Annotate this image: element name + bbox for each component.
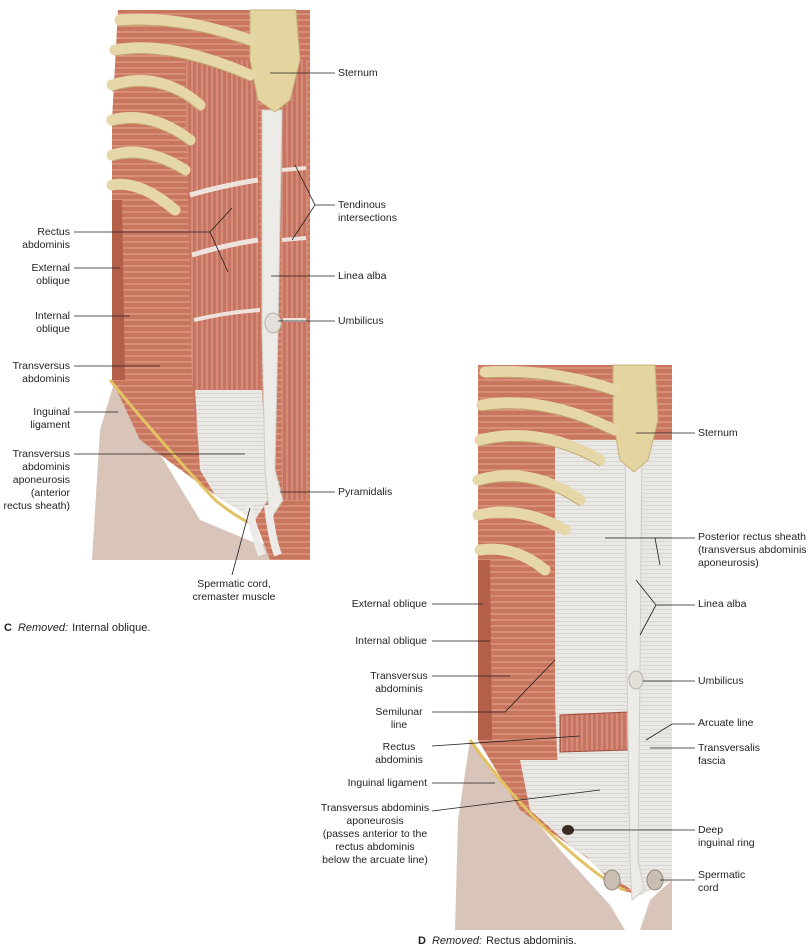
- caption-c-text: Internal oblique.: [72, 622, 151, 634]
- caption-d: D Removed:Rectus abdominis.: [418, 934, 577, 948]
- label-d-linea-alba: Linea alba: [698, 598, 747, 610]
- label-d-posterior-rectus-sheath: Posterior rectus sheath (transversus abd…: [698, 531, 807, 569]
- caption-d-text: Rectus abdominis.: [486, 935, 577, 947]
- label-d-transversus-abdominis: Transversus abdominis: [370, 670, 428, 695]
- label-d-arcuate-line: Arcuate line: [698, 717, 754, 729]
- panel-c-illustration: [92, 9, 310, 560]
- panel-d-leaders: [431, 432, 695, 881]
- label-c-linea-alba: Linea alba: [338, 270, 387, 282]
- panel-c-leaders: [74, 72, 335, 576]
- label-c-internal-oblique: Internal oblique: [34, 310, 70, 335]
- label-d-inguinal-ligament: Inguinal ligament: [347, 777, 427, 789]
- panel-d-illustration: [455, 364, 672, 930]
- label-d-sternum: Sternum: [698, 427, 738, 439]
- label-c-spermatic-cord: Spermatic cord, cremaster muscle: [192, 578, 276, 603]
- caption-c-prefix: Removed:: [17, 622, 69, 634]
- label-d-deep-inguinal-ring: Deep inguinal ring: [698, 824, 755, 849]
- label-c-pyramidalis: Pyramidalis: [338, 486, 393, 498]
- label-c-transversus-abdominis: Transversus abdominis: [12, 360, 70, 385]
- label-d-ta-aponeurosis: Transversus abdominis aponeurosis (passe…: [320, 802, 430, 866]
- label-d-umbilicus: Umbilicus: [698, 675, 744, 687]
- label-d-rectus-abdominis: Rectus abdominis: [375, 741, 423, 766]
- label-d-transversalis-fascia: Transversalis fascia: [698, 742, 761, 767]
- label-c-external-oblique: External oblique: [31, 262, 70, 287]
- caption-c-letter: C: [4, 622, 12, 634]
- label-c-ta-aponeurosis: Transversus abdominis aponeurosis (anter…: [3, 448, 70, 512]
- label-d-semilunar-line: Semilunar line: [375, 706, 423, 731]
- label-c-sternum: Sternum: [338, 67, 378, 79]
- label-c-umbilicus: Umbilicus: [338, 315, 384, 327]
- caption-d-letter: D: [418, 935, 426, 947]
- caption-c: C Removed:Internal oblique.: [4, 621, 150, 635]
- label-c-tendinous-intersections: Tendinous intersections: [338, 199, 397, 224]
- label-d-internal-oblique: Internal oblique: [355, 635, 427, 647]
- label-d-spermatic-cord: Spermatic cord: [698, 869, 746, 894]
- label-c-inguinal-ligament: Inguinal ligament: [30, 406, 70, 431]
- label-d-external-oblique: External oblique: [351, 598, 427, 610]
- label-c-rectus-abdominis: Rectus abdominis: [22, 226, 70, 251]
- caption-d-prefix: Removed:: [431, 935, 483, 947]
